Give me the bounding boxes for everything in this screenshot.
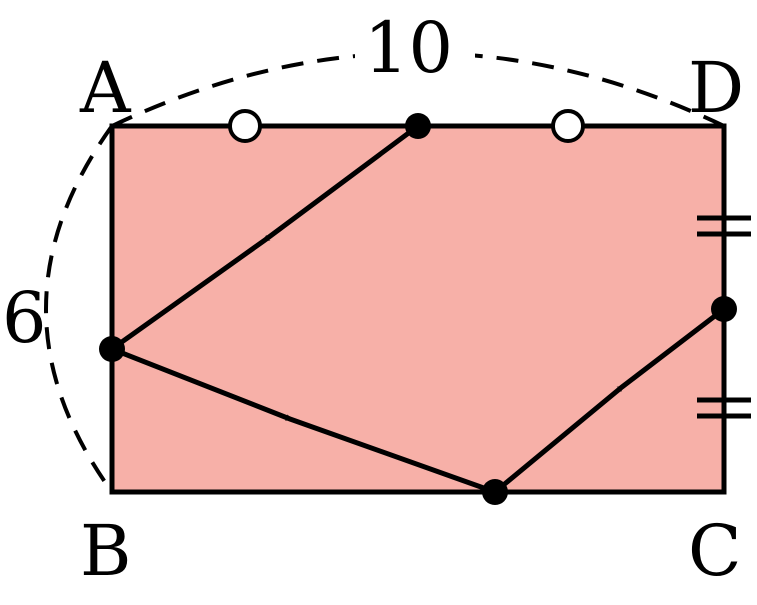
path-segment-1 <box>110 123 420 352</box>
vertex-label-c: C <box>688 510 742 592</box>
point-right <box>711 296 737 322</box>
top-tick-circle-right <box>551 109 585 143</box>
vertex-label-a: A <box>79 47 132 129</box>
path-segment-3 <box>493 307 726 494</box>
rectangle-abcd <box>109 123 727 495</box>
vertex-label-b: B <box>80 510 131 592</box>
length-label-top: 10 <box>364 7 453 89</box>
label-10-backing <box>355 10 475 80</box>
point-bottom <box>482 479 508 505</box>
top-tick-circle-left <box>228 109 262 143</box>
length-arc-top <box>111 51 725 128</box>
right-tick-upper <box>697 215 751 237</box>
path-segment-2 <box>111 346 496 495</box>
point-left <box>99 336 125 362</box>
point-top <box>405 113 431 139</box>
right-tick-lower <box>697 397 751 419</box>
vertex-label-d: D <box>688 47 744 129</box>
length-arc-left <box>44 124 114 494</box>
length-label-left: 6 <box>2 277 47 359</box>
